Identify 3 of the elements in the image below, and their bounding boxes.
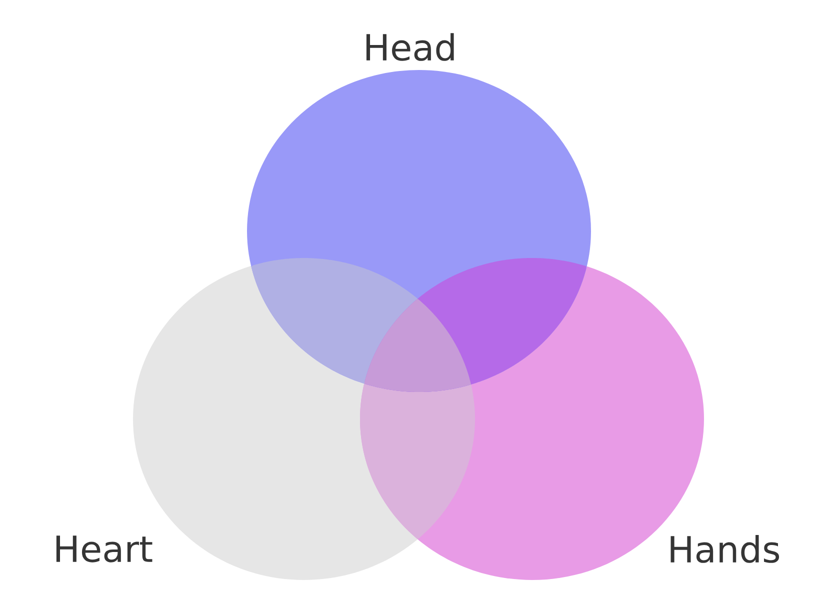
circle-label: Heart <box>56 536 152 562</box>
circle-label: Head <box>366 33 454 61</box>
circle-label: Hands <box>670 535 780 563</box>
